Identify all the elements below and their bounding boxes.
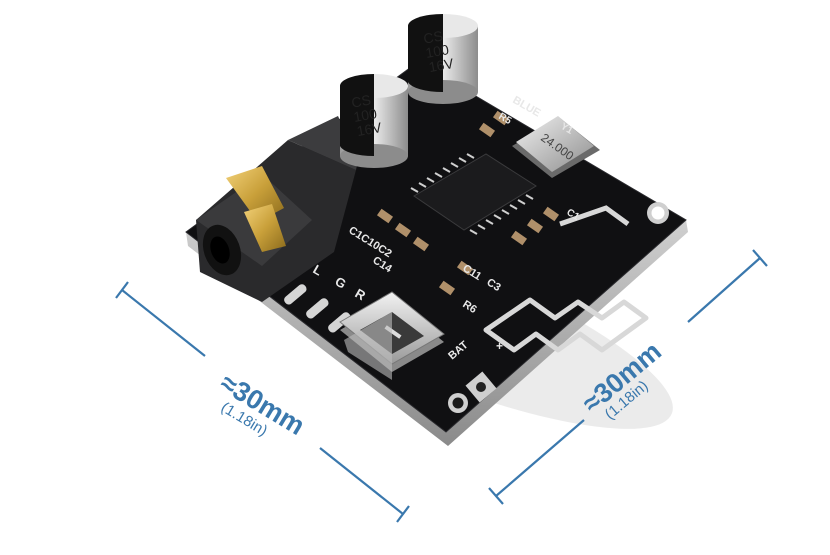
smd-components [376,110,560,296]
electrolytic-capacitor: CS 100 16V [408,14,478,104]
antenna-trace [559,205,630,227]
mounting-hole [647,202,669,224]
electrolytic-capacitor: CS 100 16V [340,74,408,168]
main-ic-chip [410,153,537,235]
bat-pad [465,371,497,403]
silk-plus: + [496,339,503,353]
cap2-line1: CS [422,28,444,47]
silk-blue: BLUE [511,94,543,119]
pcb-antenna [483,297,649,353]
mounting-hole [448,393,468,413]
cap2-line2: 100 [424,41,450,61]
audio-jack [196,116,358,302]
cap1-line3: 16V [355,119,383,139]
crystal-oscillator: 24.000 [512,116,600,178]
audio-output-pads [284,284,351,333]
cap1-line1: CS [350,92,372,111]
cap1-line2: 100 [352,105,378,125]
silk-y1: Y1 [559,121,575,137]
cap2-line3: 16V [427,55,455,75]
micro-usb-port [339,291,445,380]
